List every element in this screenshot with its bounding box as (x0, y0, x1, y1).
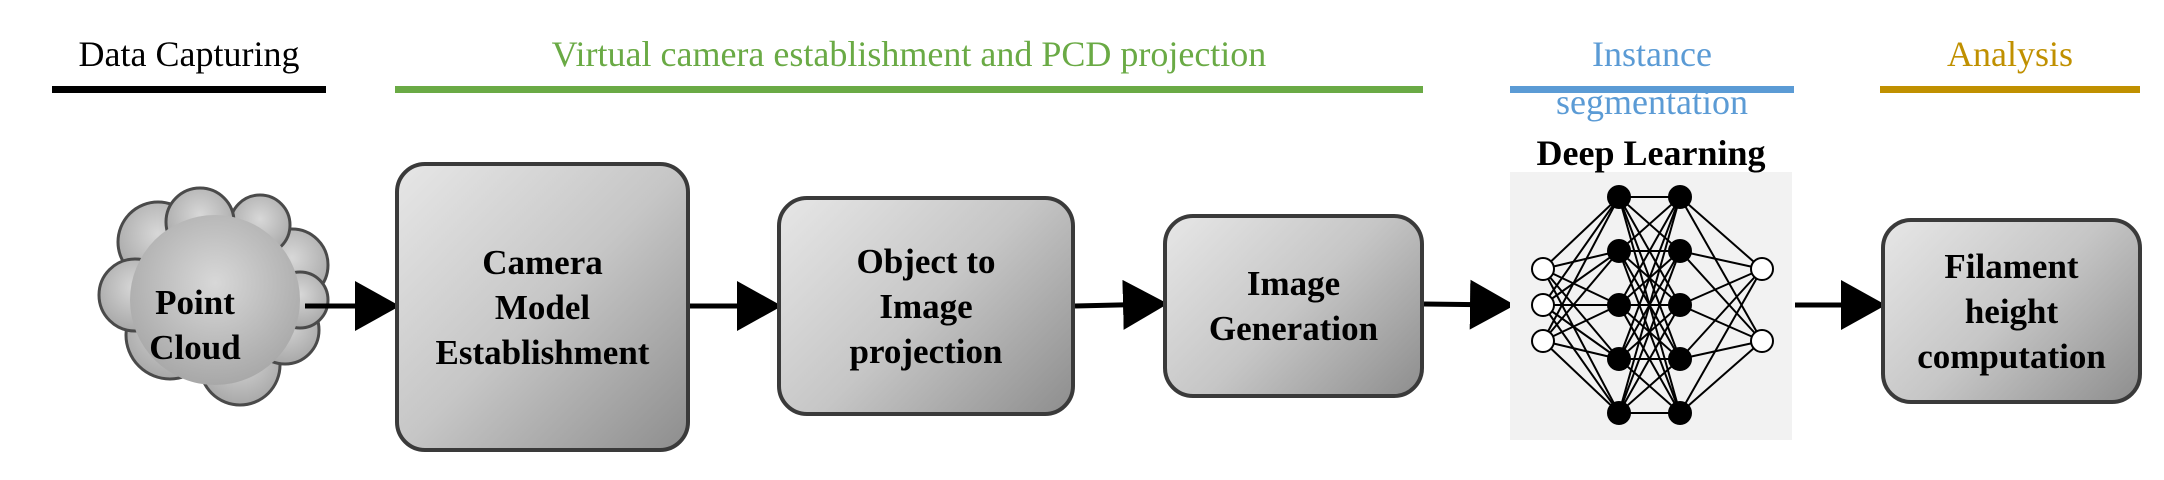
neural-net-node (1531, 257, 1555, 281)
neural-net-node (1668, 293, 1692, 317)
deep-learning-title: Deep Learning (1536, 133, 1766, 173)
image-generation-label: Image Generation (1208, 264, 1379, 348)
neural-net-edge (1618, 358, 1681, 414)
neural-net-edge (1618, 304, 1681, 414)
neural-net-node (1668, 239, 1692, 263)
neural-net-node (1607, 347, 1631, 371)
filament-height-label: Filament height computation (1917, 246, 2106, 376)
neural-net-edge (1679, 304, 1763, 342)
neural-net-node (1668, 347, 1692, 371)
point-cloud-label: Point Cloud (149, 283, 241, 367)
phase-projection-bar (395, 86, 1423, 93)
neural-net-edge (1542, 304, 1620, 360)
neural-net-edge (1679, 196, 1763, 270)
neural-net-edge (1679, 268, 1763, 306)
neural-net-edge (1618, 250, 1681, 414)
neural-net-edge (1542, 196, 1620, 306)
neural-net-edge (1542, 196, 1620, 270)
neural-net-edge (1542, 340, 1620, 360)
neural-net-edges (1542, 196, 1763, 414)
phase-projection-label: Virtual camera establishment and PCD pro… (551, 34, 1267, 74)
neural-net-edge (1542, 250, 1620, 270)
neural-net-edge (1618, 196, 1681, 252)
camera-model-label: Camera Model Establishment (435, 242, 650, 372)
neural-net-nodes (1531, 185, 1774, 425)
neural-net-edge (1679, 340, 1763, 360)
neural-net-edge (1679, 268, 1763, 360)
cloud-shape (97, 186, 330, 407)
neural-net-node (1531, 293, 1555, 317)
neural-net-edge (1542, 250, 1620, 306)
phase-data-capturing-bar (52, 86, 326, 93)
neural-net-node (1750, 257, 1774, 281)
phase-segmentation: Instance segmentation (1510, 30, 1794, 126)
neural-net-node (1607, 185, 1631, 209)
neural-net-edge (1679, 340, 1763, 414)
neural-net-edge (1542, 268, 1620, 414)
neural-net-edge (1679, 250, 1763, 342)
neural-net-edge (1542, 268, 1620, 360)
filament-height-box: Filament height computation (1881, 218, 2142, 404)
phase-segmentation-bar (1510, 86, 1794, 93)
arrow-object-to-image (1074, 279, 1168, 330)
neural-net-node (1668, 401, 1692, 425)
neural-net-edge (1679, 268, 1763, 414)
neural-net-edge (1679, 250, 1763, 270)
object-to-image-box: Object to Image projection (777, 196, 1075, 416)
neural-net-node (1668, 185, 1692, 209)
neural-net-node (1750, 329, 1774, 353)
phase-analysis-bar (1880, 86, 2140, 93)
neural-net-node (1607, 401, 1631, 425)
neural-net-edge (1542, 268, 1620, 306)
object-to-image-label: Object to Image projection (849, 241, 1003, 371)
neural-net-edge (1679, 196, 1763, 342)
phase-data-capturing: Data Capturing (52, 30, 326, 93)
neural-net-node (1531, 329, 1555, 353)
camera-model-box: Camera Model Establishment (395, 162, 690, 452)
neural-net-edge (1618, 196, 1681, 360)
neural-net-edge (1542, 196, 1620, 342)
neural-net-node (1607, 239, 1631, 263)
neural-net-edge (1542, 304, 1620, 414)
phase-data-capturing-label: Data Capturing (78, 34, 300, 74)
flow-arrows (305, 279, 1886, 331)
phase-projection: Virtual camera establishment and PCD pro… (395, 30, 1423, 93)
neural-net-edge (1618, 196, 1681, 414)
phase-analysis: Analysis (1880, 30, 2140, 93)
image-generation-box: Image Generation (1163, 214, 1424, 398)
neural-net-edge (1618, 196, 1681, 306)
neural-net-edge (1542, 250, 1620, 342)
neural-net-edge (1542, 340, 1620, 414)
arrow-image-to-dl (1423, 279, 1515, 330)
neural-net-edge (1542, 304, 1620, 342)
phase-analysis-label: Analysis (1947, 34, 2073, 74)
neural-net-node (1607, 293, 1631, 317)
